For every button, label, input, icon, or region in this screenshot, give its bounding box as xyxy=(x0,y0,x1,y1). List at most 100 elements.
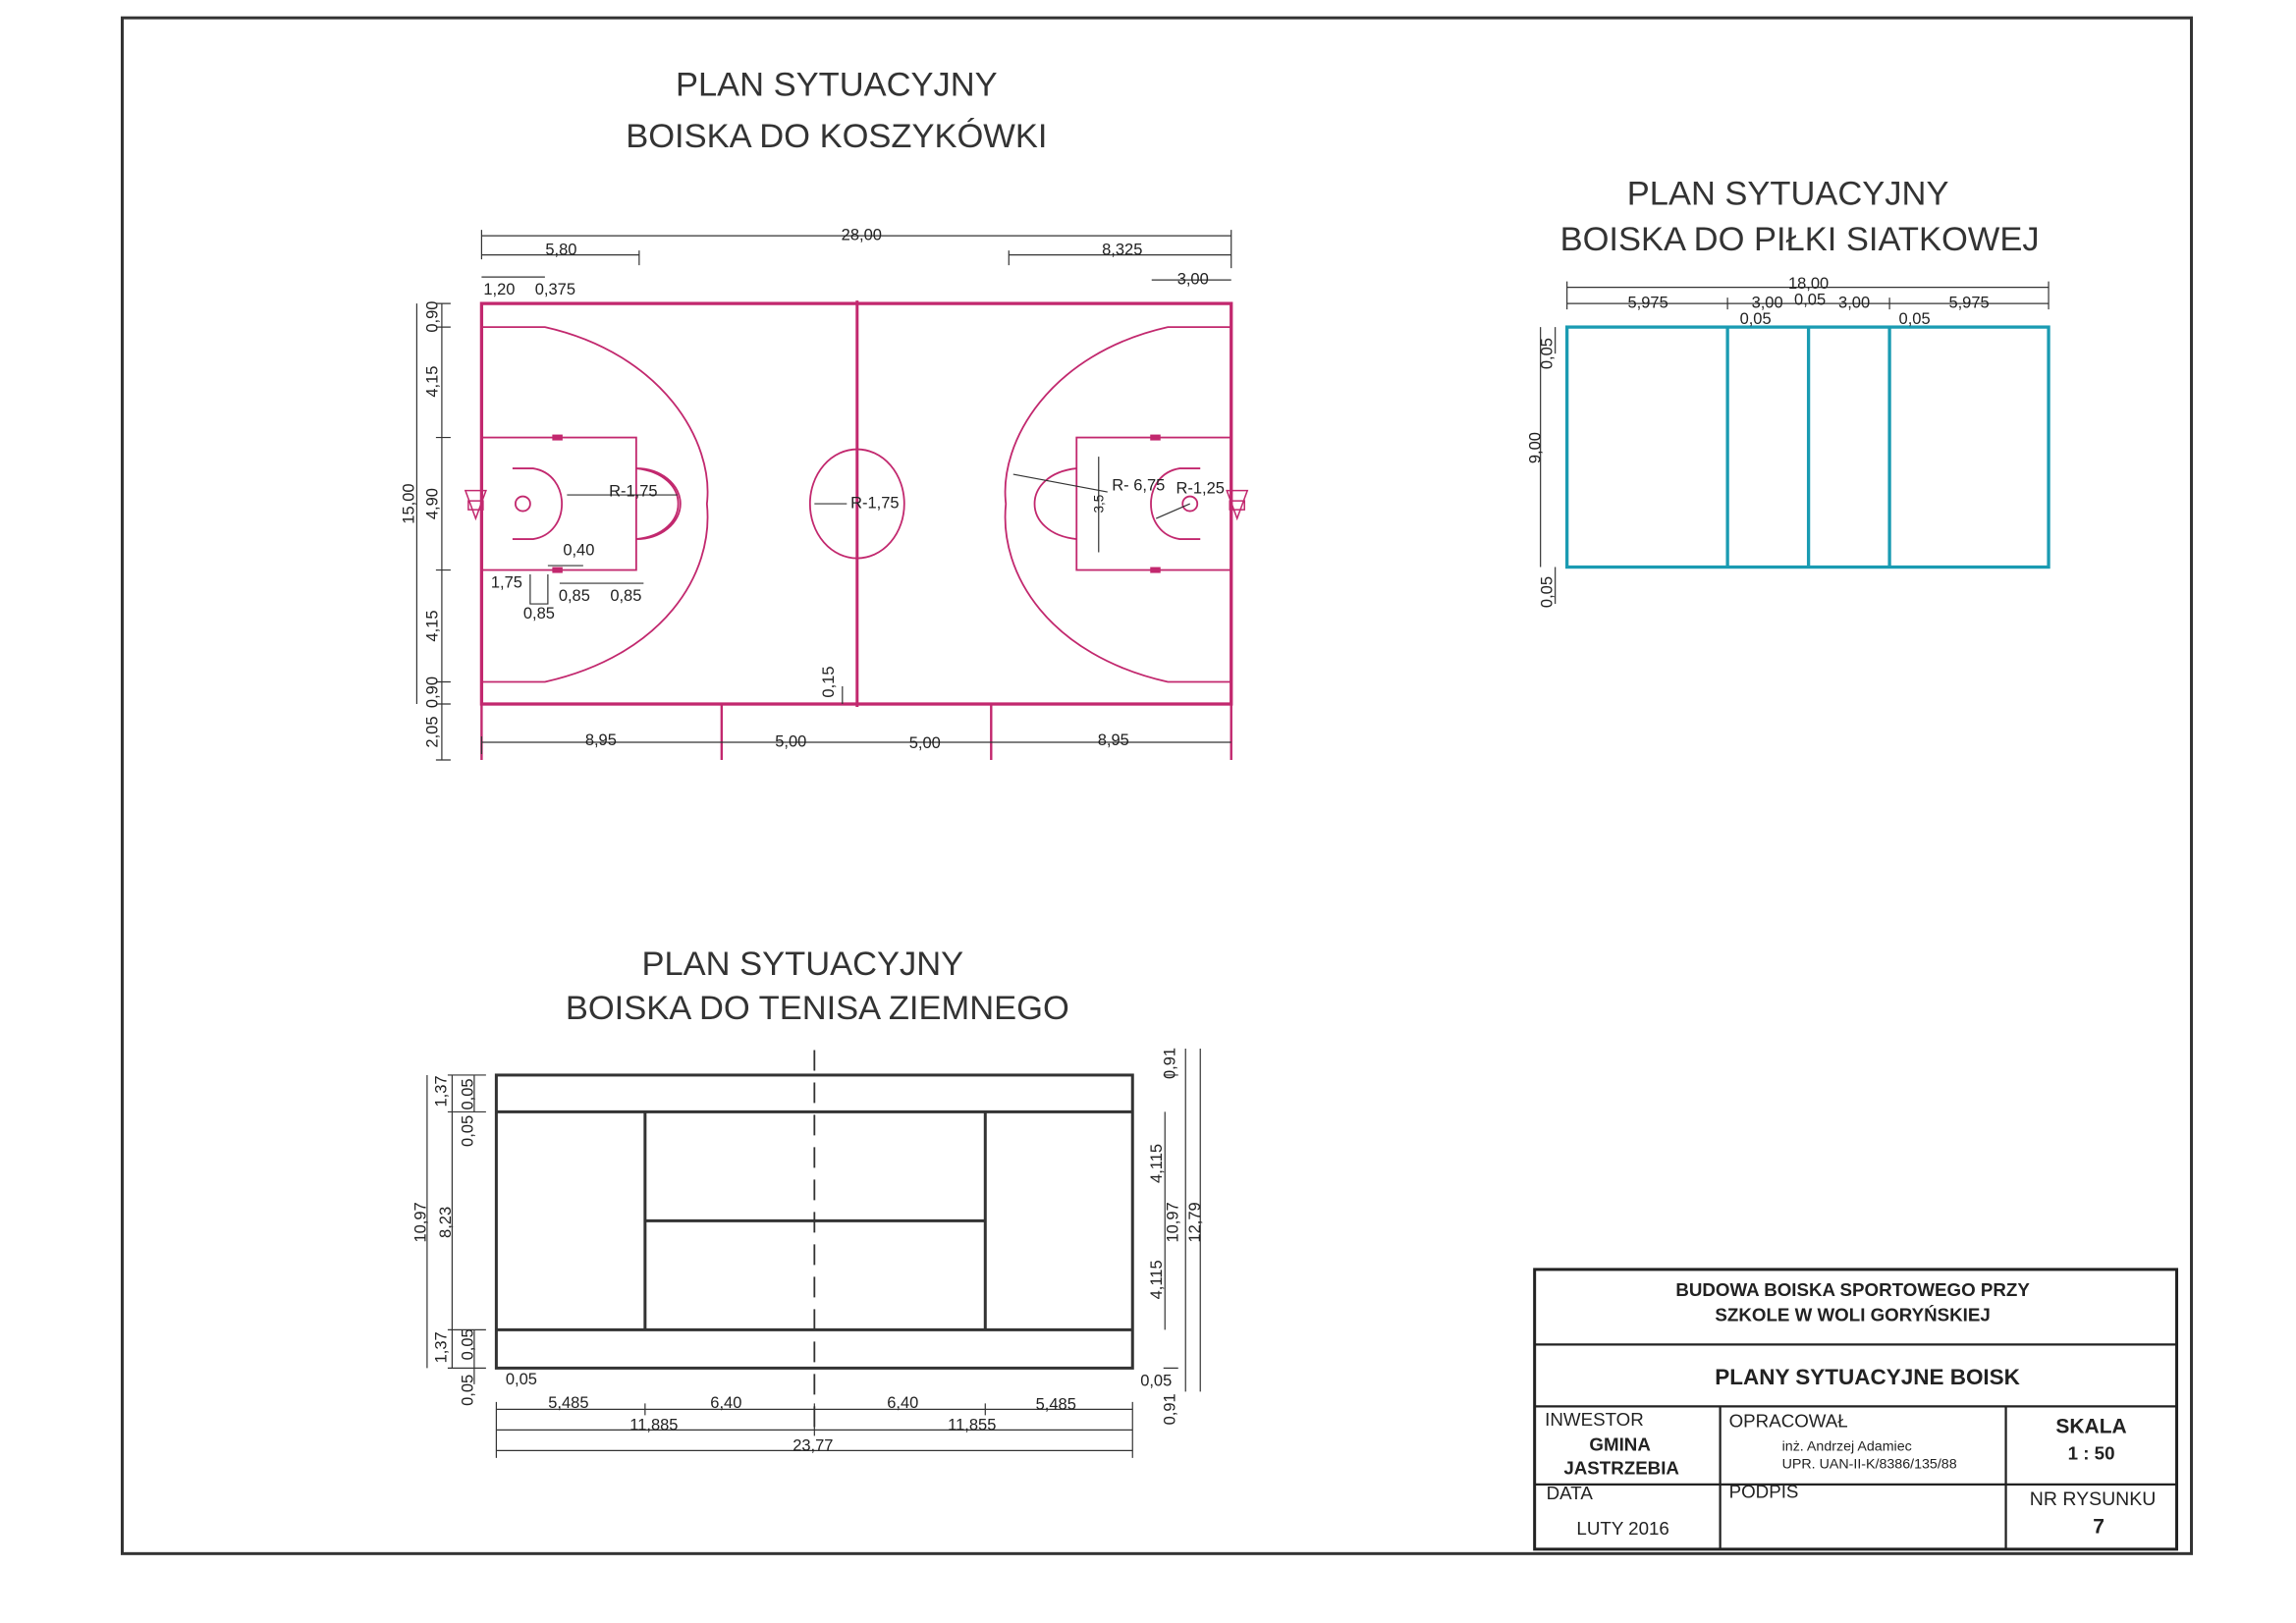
dim-label: 0,85 xyxy=(523,605,555,622)
dim-label: 9,00 xyxy=(1527,432,1545,463)
dim-label: 5,00 xyxy=(775,733,806,751)
left-key xyxy=(480,326,709,683)
dim-label: 0,85 xyxy=(610,587,641,605)
dim-label: 8,23 xyxy=(437,1207,455,1238)
dim-label: 1,75 xyxy=(491,574,522,592)
basketball-title-2: BOISKA DO KOSZYKÓWKI xyxy=(626,117,1047,155)
dim-label: 0,05 xyxy=(1794,292,1826,309)
basketball-plan: PLAN SYTUACYJNY BOISKA DO KOSZYKÓWKI xyxy=(400,67,1249,761)
dim-label: 8,95 xyxy=(1098,731,1129,749)
dim-label: 4,15 xyxy=(423,610,441,641)
tennis-dimension-lines xyxy=(426,1048,1201,1458)
dim-label: 11,885 xyxy=(629,1416,678,1434)
dim-label: 0,15 xyxy=(820,666,838,697)
dim-label: 10,97 xyxy=(411,1202,429,1242)
dim-label: 0,05 xyxy=(1539,576,1557,608)
dim-label: 0,05 xyxy=(459,1115,476,1147)
tennis-dimension-labels: 10,97 8,23 1,37 0,05 0,05 1,37 0,05 0,05… xyxy=(411,1048,1204,1454)
volleyball-plan: PLAN SYTUACYJNY BOISKA DO PIŁKI SIATKOWE… xyxy=(1527,176,2050,608)
dim-label: 0,90 xyxy=(423,301,441,333)
dim-label: 4,15 xyxy=(423,366,441,398)
dim-label: 10,97 xyxy=(1165,1202,1182,1242)
dim-label: 4,90 xyxy=(423,488,441,519)
dim-label: 3,00 xyxy=(1752,295,1783,312)
volleyball-title-1: PLAN SYTUACYJNY xyxy=(1627,176,1949,213)
dim-label: R-1,75 xyxy=(850,495,899,513)
dim-label: 1,37 xyxy=(432,1331,450,1363)
drawing-title: PLANY SYTUACYJNE BOISK xyxy=(1715,1365,2020,1389)
dim-label: 1,20 xyxy=(483,281,515,298)
scale-label: SKALA xyxy=(2055,1415,2126,1437)
dim-label: 1,37 xyxy=(432,1075,450,1107)
dim-label: 18,00 xyxy=(1788,275,1829,293)
left-backboard-icon xyxy=(464,489,487,521)
right-backboard-icon xyxy=(1226,489,1249,521)
prepared-by-label: OPRACOWAŁ xyxy=(1729,1410,1848,1431)
dim-label: 8,325 xyxy=(1102,242,1142,259)
dim-label: 0,05 xyxy=(459,1078,476,1109)
tennis-title-2: BOISKA DO TENISA ZIEMNEGO xyxy=(566,990,1069,1027)
volleyball-court xyxy=(1565,325,2050,569)
signature-label: PODPIS xyxy=(1729,1481,1799,1501)
dim-label: 0,05 xyxy=(1740,310,1772,328)
investor-name-2: JASTRZEBIA xyxy=(1563,1457,1679,1478)
dim-label: 6,40 xyxy=(887,1394,918,1412)
author-license: UPR. UAN-II-K/8386/135/88 xyxy=(1782,1456,1957,1472)
sheet-frame xyxy=(120,16,2194,1555)
dim-label: 0,90 xyxy=(423,676,441,708)
dim-label: 0,05 xyxy=(1539,338,1557,369)
dim-label: 0,375 xyxy=(535,281,575,298)
dim-label: R-1,75 xyxy=(609,483,657,501)
dim-label: 5,485 xyxy=(1036,1395,1076,1413)
dim-label: 0,91 xyxy=(1162,1393,1179,1425)
volleyball-dimension-labels: 18,00 5,975 3,00 0,05 3,00 5,975 0,05 0,… xyxy=(1527,275,1990,608)
author-name: inż. Andrzej Adamiec xyxy=(1782,1438,1912,1454)
dim-label: 3,00 xyxy=(1838,295,1870,312)
dim-label: 5,975 xyxy=(1628,295,1668,312)
dim-label: 0,05 xyxy=(459,1328,476,1360)
dim-label: 6,40 xyxy=(710,1394,741,1412)
dim-label: 4,115 xyxy=(1148,1144,1166,1183)
date-value: LUTY 2016 xyxy=(1576,1518,1668,1539)
title-block: BUDOWA BOISKA SPORTOWEGO PRZY SZKOLE W W… xyxy=(1533,1268,2179,1551)
dim-label: 0,05 xyxy=(1899,310,1931,328)
dim-label: 0,85 xyxy=(559,587,590,605)
dim-label: 5,485 xyxy=(548,1394,588,1412)
dim-label: 0,40 xyxy=(563,542,594,560)
dim-label: 2,05 xyxy=(423,716,441,747)
dim-label: 12,79 xyxy=(1186,1202,1204,1242)
dim-label: 5,975 xyxy=(1948,295,1989,312)
dim-label: 4,115 xyxy=(1148,1260,1166,1299)
dim-label: 28,00 xyxy=(842,227,882,244)
right-key xyxy=(1004,326,1232,683)
investor-label: INWESTOR xyxy=(1545,1409,1644,1430)
dim-label: 23,77 xyxy=(793,1436,833,1454)
tennis-plan: PLAN SYTUACYJNY BOISKA DO TENISA ZIEMNEG… xyxy=(411,946,1204,1458)
dim-label: R- 6,75 xyxy=(1112,477,1165,495)
dim-label: 0,05 xyxy=(506,1371,537,1388)
volleyball-title-2: BOISKA DO PIŁKI SIATKOWEJ xyxy=(1560,221,2040,258)
dim-label: 5,00 xyxy=(909,734,941,752)
basketball-dimension-lines xyxy=(415,230,1232,761)
scale-value: 1 : 50 xyxy=(2068,1442,2115,1463)
tennis-court xyxy=(494,1050,1134,1436)
drawing-number: 7 xyxy=(2093,1515,2105,1538)
dim-label: 15,00 xyxy=(400,483,417,523)
basketball-title-1: PLAN SYTUACYJNY xyxy=(676,67,998,104)
dim-label: 3,5 xyxy=(1091,495,1106,514)
date-label: DATA xyxy=(1547,1483,1594,1503)
investor-name-1: GMINA xyxy=(1589,1434,1651,1454)
dim-label: 0,05 xyxy=(1140,1372,1172,1389)
dim-label: 8,95 xyxy=(585,731,617,749)
drawing-number-label: NR RYSUNKU xyxy=(2030,1488,2156,1510)
volleyball-dimension-lines xyxy=(1540,281,2050,605)
dim-label: 5,80 xyxy=(545,242,576,259)
dim-label: 3,00 xyxy=(1177,271,1209,289)
tennis-title-1: PLAN SYTUACYJNY xyxy=(641,946,963,983)
basketball-court xyxy=(464,300,1249,761)
dim-label: 0,91 xyxy=(1162,1048,1179,1079)
basketball-dimension-labels: 28,00 5,80 8,325 1,20 0,375 3,00 0,90 4,… xyxy=(400,227,1225,752)
dim-label: 0,05 xyxy=(459,1375,476,1406)
project-name-line-2: SZKOLE W WOLI GORYŃSKIEJ xyxy=(1715,1304,1990,1325)
